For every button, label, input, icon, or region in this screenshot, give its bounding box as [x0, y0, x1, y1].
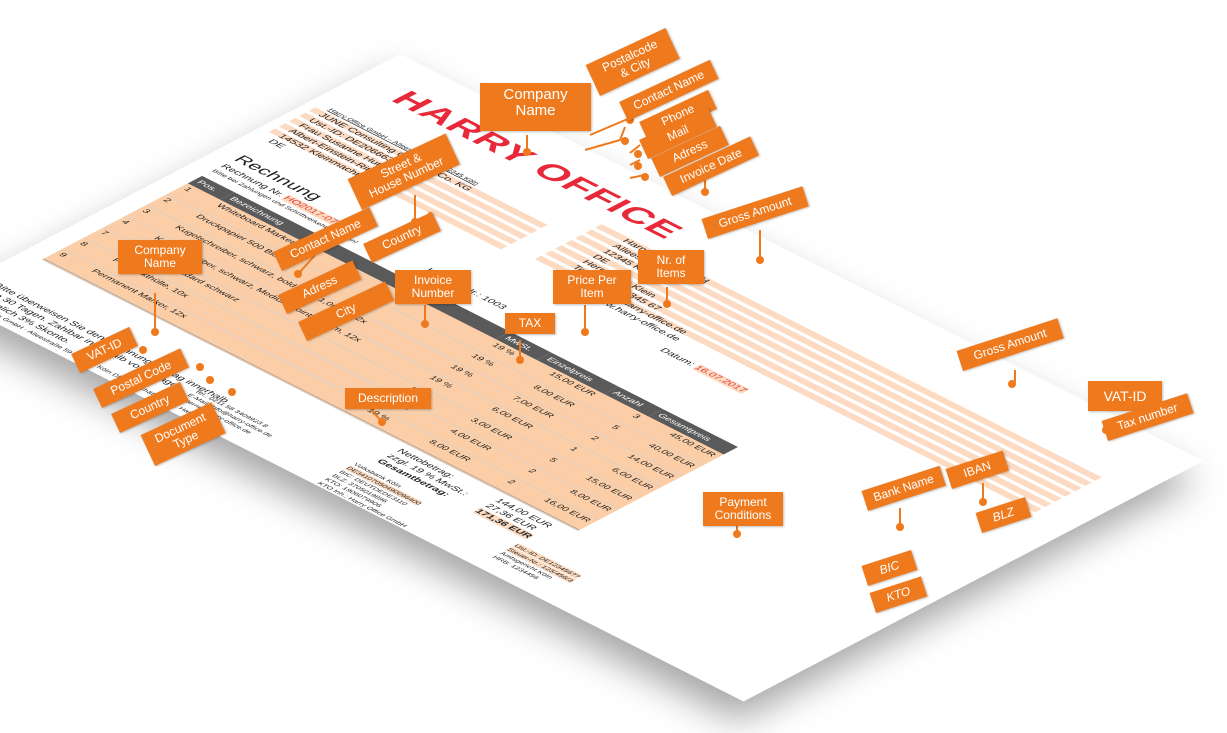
- callout-price-per-item: Price Per Item: [553, 270, 631, 304]
- callout-company-name-left: Company Name: [118, 240, 202, 274]
- leader-pin: [634, 150, 642, 158]
- leader-pin: [151, 328, 159, 336]
- leader-pin: [1008, 380, 1016, 388]
- leader-pin: [733, 530, 741, 538]
- leader-line: [369, 407, 381, 421]
- leader-pin: [294, 270, 302, 278]
- leader-pin: [634, 162, 642, 170]
- leader-line: [629, 144, 641, 154]
- leader-pin: [621, 137, 629, 145]
- leader-pin: [523, 148, 531, 156]
- leader-pin: [516, 356, 524, 364]
- callout-company-name-top: Company Name: [480, 83, 591, 131]
- leader-pin: [228, 388, 236, 396]
- leader-line: [629, 159, 641, 166]
- callout-tax: TAX: [505, 313, 555, 334]
- callout-payment-conditions: Payment Conditions: [703, 492, 783, 526]
- leader-line: [299, 254, 316, 273]
- leader-line: [584, 126, 626, 151]
- leader-pin: [641, 173, 649, 181]
- leader-pin: [581, 328, 589, 336]
- leader-pin: [139, 346, 147, 354]
- leader-pin: [979, 498, 987, 506]
- leader-pin: [421, 320, 429, 328]
- leader-pin: [206, 376, 214, 384]
- leader-pin: [663, 300, 671, 308]
- leader-pin: [896, 523, 904, 531]
- callout-nr-items: Nr. of Items: [638, 250, 704, 284]
- leader-pin: [378, 418, 386, 426]
- leader-pin: [701, 188, 709, 196]
- leader-pin: [756, 256, 764, 264]
- callout-invoice-number: Invoice Number: [395, 270, 471, 304]
- leader-pin: [196, 363, 204, 371]
- callout-description: Description: [345, 388, 431, 409]
